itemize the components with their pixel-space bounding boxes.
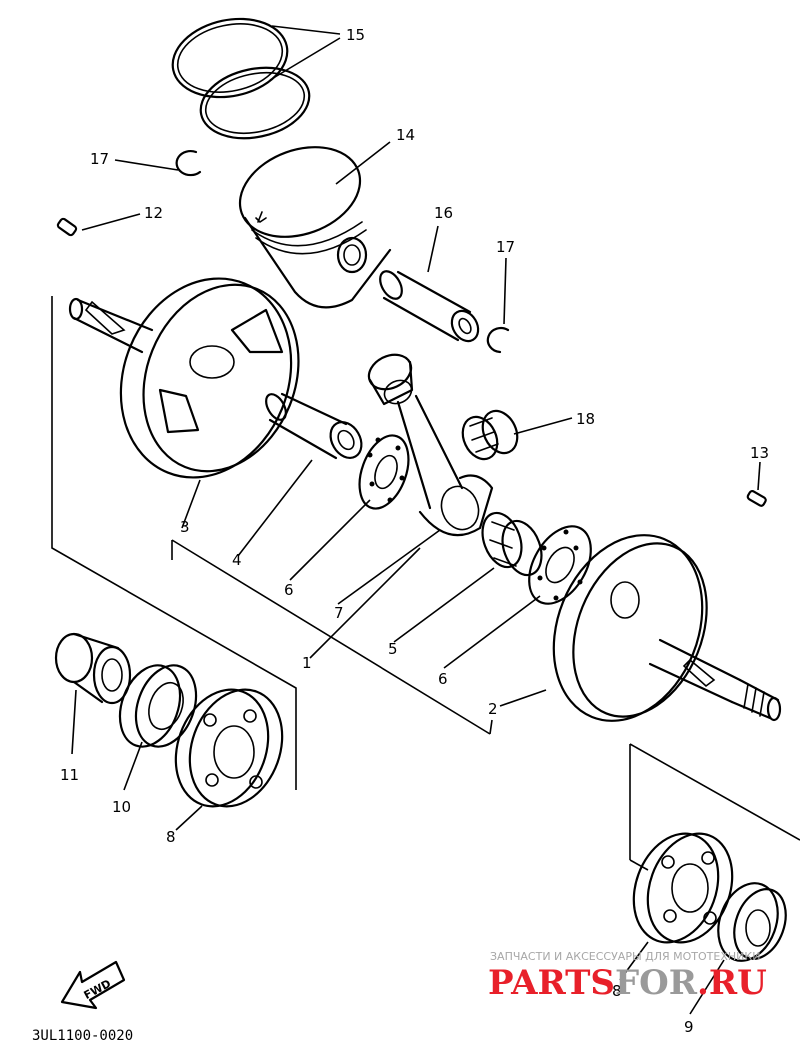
label-3: 3 — [180, 518, 190, 536]
collar — [54, 632, 132, 705]
label-2: 2 — [488, 700, 498, 718]
watermark-brand-parts: PARTS — [488, 963, 615, 1003]
oil-seal-right — [717, 882, 787, 962]
label-5: 5 — [388, 640, 398, 658]
watermark: ЗАПЧАСТИ И АКСЕССУАРЫ ДЛЯ МОТОТЕХНИКИ PA… — [488, 950, 767, 1003]
big-end-needle-bearing — [481, 511, 543, 577]
label-13: 13 — [750, 444, 769, 462]
diagram-code: 3UL1100-0020 — [32, 1028, 133, 1044]
label-9: 9 — [684, 1018, 694, 1036]
svg-text:PARTSFOR.RU: PARTSFOR.RU — [488, 963, 767, 1003]
crank-right — [552, 534, 782, 722]
watermark-tagline: ЗАПЧАСТИ И АКСЕССУАРЫ ДЛЯ МОТОТЕХНИКИ — [490, 950, 760, 963]
label-16: 16 — [434, 204, 453, 222]
part-labels: 15 17 14 12 16 17 18 13 3 4 6 7 1 5 6 2 … — [60, 26, 769, 1036]
oil-seal-left — [118, 664, 198, 748]
main-bearing-right — [632, 832, 734, 944]
label-7: 7 — [334, 604, 344, 622]
piston-pin — [379, 270, 480, 343]
label-1: 1 — [302, 654, 312, 672]
label-6-bottom: 6 — [438, 670, 448, 688]
label-11: 11 — [60, 766, 79, 784]
small-end-needle-bearing — [461, 409, 519, 461]
label-14: 14 — [396, 126, 415, 144]
fwd-label: FWD — [82, 977, 114, 1002]
label-17-right: 17 — [496, 238, 515, 256]
circlip-right — [486, 326, 510, 354]
main-bearing-left — [174, 688, 284, 808]
watermark-brand-for: FOR — [615, 963, 698, 1003]
label-4: 4 — [232, 551, 242, 569]
woodruff-key-left — [56, 217, 78, 237]
piston — [238, 146, 392, 309]
label-17-left: 17 — [90, 150, 109, 168]
leader-lines — [71, 25, 761, 1015]
crank-left — [68, 277, 300, 479]
crank-pin — [265, 392, 363, 460]
thrust-washer-left — [358, 434, 410, 510]
watermark-brand-ru: .RU — [697, 963, 767, 1003]
label-8-right: 8 — [612, 982, 622, 1000]
label-18: 18 — [576, 410, 595, 428]
label-15: 15 — [346, 26, 365, 44]
label-12: 12 — [144, 204, 163, 222]
label-6-top: 6 — [284, 581, 294, 599]
label-8-left: 8 — [166, 828, 176, 846]
connecting-rod — [367, 353, 494, 537]
forward-arrow: FWD — [60, 960, 126, 1010]
assembly-brackets — [51, 296, 800, 871]
label-10: 10 — [112, 798, 131, 816]
thrust-washer-right — [528, 525, 592, 605]
circlip-left — [175, 149, 202, 177]
woodruff-key-right — [746, 490, 767, 507]
piston-rings — [171, 17, 311, 140]
